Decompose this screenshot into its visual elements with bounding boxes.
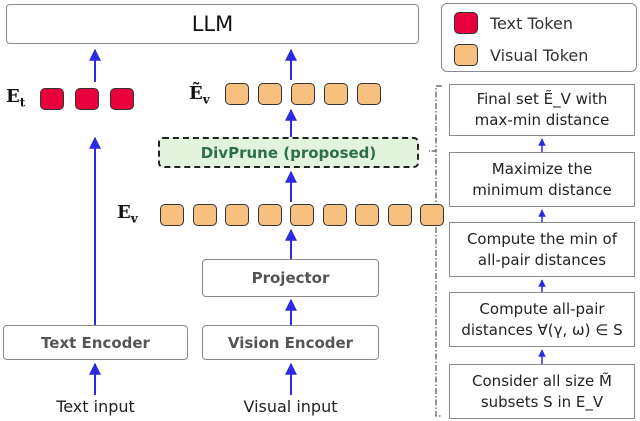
divprune-expansion-bracket	[429, 85, 442, 417]
legend-visual-token: Visual Token	[454, 44, 588, 66]
step-compute-min-line1: Compute the min of	[466, 229, 618, 248]
step-final-set-line1: Final set Ẽ_V with	[476, 90, 608, 108]
step-compute-all-pair-line1: Compute all-pair	[479, 299, 605, 318]
visual-token	[355, 204, 379, 226]
llm-label: LLM	[191, 12, 234, 36]
pruned-visual-token	[258, 83, 282, 105]
ev-tilde-label-main: Ẽ	[189, 83, 203, 104]
visual-token-swatch	[454, 44, 478, 66]
step-maximize-line1: Maximize the	[491, 159, 593, 178]
step-compute-all-pair-line2: distances ∀(γ, ω) ∈ S	[461, 320, 623, 339]
et-label: Et	[6, 86, 25, 110]
pruned-visual-token	[225, 83, 249, 105]
step-compute-all-pair: Compute all-pair distances ∀(γ, ω) ∈ S	[449, 292, 635, 347]
visual-token	[290, 204, 314, 226]
text-input-label: Text input	[56, 397, 135, 416]
text-encoder-box: Text Encoder	[3, 325, 188, 360]
et-label-sub: t	[19, 95, 26, 110]
ev-tilde-label-sub: v	[202, 92, 210, 107]
projector-label: Projector	[251, 269, 330, 287]
step-maximize-line2: minimum distance	[472, 180, 612, 199]
visual-token	[192, 204, 217, 226]
legend-text-token-label: Text Token	[490, 13, 573, 33]
legend-visual-token-label: Visual Token	[490, 45, 589, 65]
legend: Text Token Visual Token	[441, 3, 637, 72]
pruned-visual-token	[324, 83, 348, 105]
ev-label-sub: v	[130, 211, 138, 226]
pruned-visual-token	[357, 83, 381, 105]
step-compute-min: Compute the min of all-pair distances	[449, 222, 635, 277]
ev-tilde-label: Ẽv	[189, 83, 210, 107]
visual-token	[420, 204, 444, 226]
divprune-label: DivPrune (proposed)	[200, 143, 377, 162]
text-token	[110, 88, 134, 110]
projector-box: Projector	[202, 259, 379, 297]
text-encoder-label: Text Encoder	[41, 333, 150, 352]
visual-input-label: Visual input	[243, 397, 338, 416]
step-consider-subsets-line1: Consider all size M̃	[472, 371, 612, 390]
pruned-visual-token	[291, 83, 315, 105]
vision-encoder-box: Vision Encoder	[202, 325, 379, 360]
ev-label-main: E	[117, 202, 131, 223]
ev-label: Ev	[117, 202, 138, 226]
step-final-set-line2: max-min distance	[474, 111, 610, 129]
step-consider-subsets-line2: subsets S in E_V	[480, 392, 604, 411]
visual-token	[225, 204, 249, 226]
text-token-swatch	[454, 12, 478, 34]
step-consider-subsets: Consider all size M̃ subsets S in E_V	[449, 364, 635, 419]
step-compute-min-line2: all-pair distances	[477, 250, 607, 269]
vision-encoder-label: Vision Encoder	[227, 333, 354, 352]
visual-token	[257, 204, 282, 226]
divprune-box: DivPrune (proposed)	[158, 137, 419, 168]
step-final-set: Final set Ẽ_V with max-min distance	[449, 84, 635, 136]
visual-token	[387, 204, 412, 226]
legend-text-token: Text Token	[454, 12, 573, 34]
visual-token	[322, 204, 347, 226]
text-token	[75, 88, 99, 110]
llm-box: LLM	[6, 4, 419, 44]
step-maximize: Maximize the minimum distance	[449, 152, 635, 207]
visual-token	[160, 204, 184, 226]
text-token	[40, 88, 64, 110]
et-label-main: E	[6, 86, 20, 107]
